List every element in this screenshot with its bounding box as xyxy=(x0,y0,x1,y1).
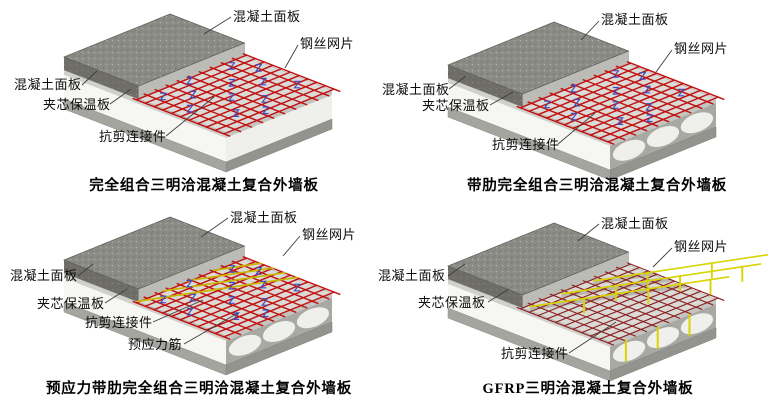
panel-caption: 完全组合三明洽混凝土复合外墙板 xyxy=(89,178,319,194)
panel-illustration-prestressed xyxy=(63,216,344,376)
label-insulation-board: 夹芯保温板 xyxy=(418,295,486,310)
panel-prestressed-ribbed: 混凝土面板 钢丝网片 混凝土面板 夹芯保温板 抗剪连接件 预应力筋 预应力带肋完… xyxy=(0,201,384,402)
label-insulation-board: 夹芯保温板 xyxy=(43,97,111,112)
label-concrete-face-panel-left: 混凝土面板 xyxy=(378,268,446,283)
label-shear-connector: 抗剪连接件 xyxy=(492,137,560,152)
label-concrete-face-panel-left: 混凝土面板 xyxy=(10,268,78,283)
label-wire-mesh: 钢丝网片 xyxy=(674,41,729,56)
label-concrete-face-panel-top: 混凝土面板 xyxy=(233,9,301,24)
label-shear-connector: 抗剪连接件 xyxy=(85,315,153,330)
panel-illustration-ribbed xyxy=(447,20,725,181)
label-insulation-board: 夹芯保温板 xyxy=(422,98,490,113)
label-shear-connector: 抗剪连接件 xyxy=(99,129,167,144)
label-wire-mesh: 钢丝网片 xyxy=(300,36,355,51)
panel-caption: 带肋完全组合三明洽混凝土复合外墙板 xyxy=(466,178,728,194)
label-concrete-face-panel-top: 混凝土面板 xyxy=(601,216,669,231)
panel-illustration-fully-composite xyxy=(63,13,341,173)
label-insulation-board: 夹芯保温板 xyxy=(37,296,105,311)
label-wire-mesh: 钢丝网片 xyxy=(302,227,357,242)
panel-illustration-gfrp xyxy=(447,222,768,382)
panel-fully-composite: 混凝土面板 钢丝网片 混凝土面板 夹芯保温板 抗剪连接件 完全组合三明洽混凝土复… xyxy=(0,0,384,201)
panel-gfrp-sandwich: 混凝土面板 钢丝网片 混凝土面板 夹芯保温板 抗剪连接件 GFRP三明洽混凝土复… xyxy=(378,201,768,402)
panel-caption: GFRP三明洽混凝土复合外墙板 xyxy=(482,381,694,397)
label-concrete-face-panel-left: 混凝土面板 xyxy=(382,82,450,97)
label-concrete-face-panel-left: 混凝土面板 xyxy=(14,77,82,92)
label-concrete-face-panel-top: 混凝土面板 xyxy=(601,12,669,27)
panel-ribbed-fully-composite: 混凝土面板 钢丝网片 混凝土面板 夹芯保温板 抗剪连接件 带肋完全组合三明洽混凝… xyxy=(382,0,768,201)
label-prestress-tendon: 预应力筋 xyxy=(128,337,183,352)
label-shear-connector: 抗剪连接件 xyxy=(501,346,569,361)
label-concrete-face-panel-top: 混凝土面板 xyxy=(230,210,298,225)
label-wire-mesh: 钢丝网片 xyxy=(674,239,729,254)
panel-caption: 预应力带肋完全组合三明洽混凝土复合外墙板 xyxy=(46,381,352,397)
